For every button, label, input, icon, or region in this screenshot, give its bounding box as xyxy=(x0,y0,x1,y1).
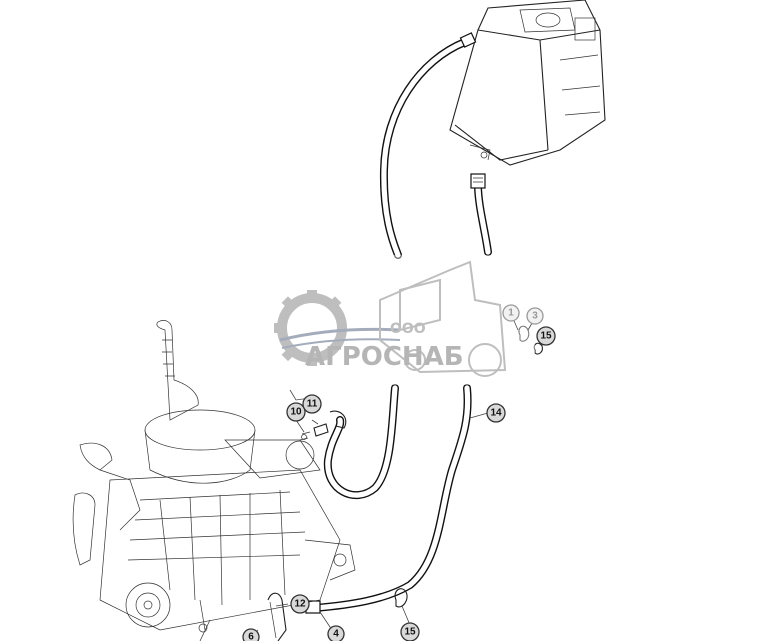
callout-15-upper: 15 xyxy=(536,326,556,346)
callout-4: 4 xyxy=(327,625,345,641)
callout-10: 10 xyxy=(286,402,306,422)
tractor-silhouette-icon xyxy=(379,260,507,377)
hose-upper-left xyxy=(379,32,477,259)
svg-text:10: 10 xyxy=(290,407,302,418)
company-watermark: ООО АГРОСНАБ xyxy=(245,255,535,385)
fitting-assembly xyxy=(299,423,329,441)
svg-text:15: 15 xyxy=(404,627,416,638)
hose-clip-lower xyxy=(394,588,408,608)
callout-6: 6 xyxy=(242,628,260,641)
callout-11: 11 xyxy=(302,394,322,414)
hose-lower-right xyxy=(305,384,472,614)
callout-14: 14 xyxy=(486,403,506,423)
callout-12: 12 xyxy=(290,594,310,614)
callout-15-lower: 15 xyxy=(400,622,420,641)
bracket xyxy=(267,592,287,641)
gear-logo-icon xyxy=(274,290,401,366)
watermark-prefix: ООО xyxy=(390,321,426,337)
svg-text:11: 11 xyxy=(307,399,318,410)
watermark-name: АГРОСНАБ xyxy=(305,342,464,372)
svg-text:12: 12 xyxy=(294,599,306,610)
svg-text:6: 6 xyxy=(248,632,254,641)
svg-text:14: 14 xyxy=(490,408,502,419)
hose-clip-upper xyxy=(518,325,543,355)
svg-text:1: 1 xyxy=(508,308,514,319)
reservoir-tank xyxy=(449,0,606,166)
callout-1: 1 xyxy=(502,304,520,322)
svg-text:15: 15 xyxy=(540,331,552,342)
hose-lower-left xyxy=(323,384,399,500)
svg-text:3: 3 xyxy=(532,311,538,322)
engine-assembly xyxy=(72,320,356,641)
svg-text:4: 4 xyxy=(333,629,339,640)
callout-3: 3 xyxy=(526,307,544,325)
hose-upper-right xyxy=(470,173,492,256)
